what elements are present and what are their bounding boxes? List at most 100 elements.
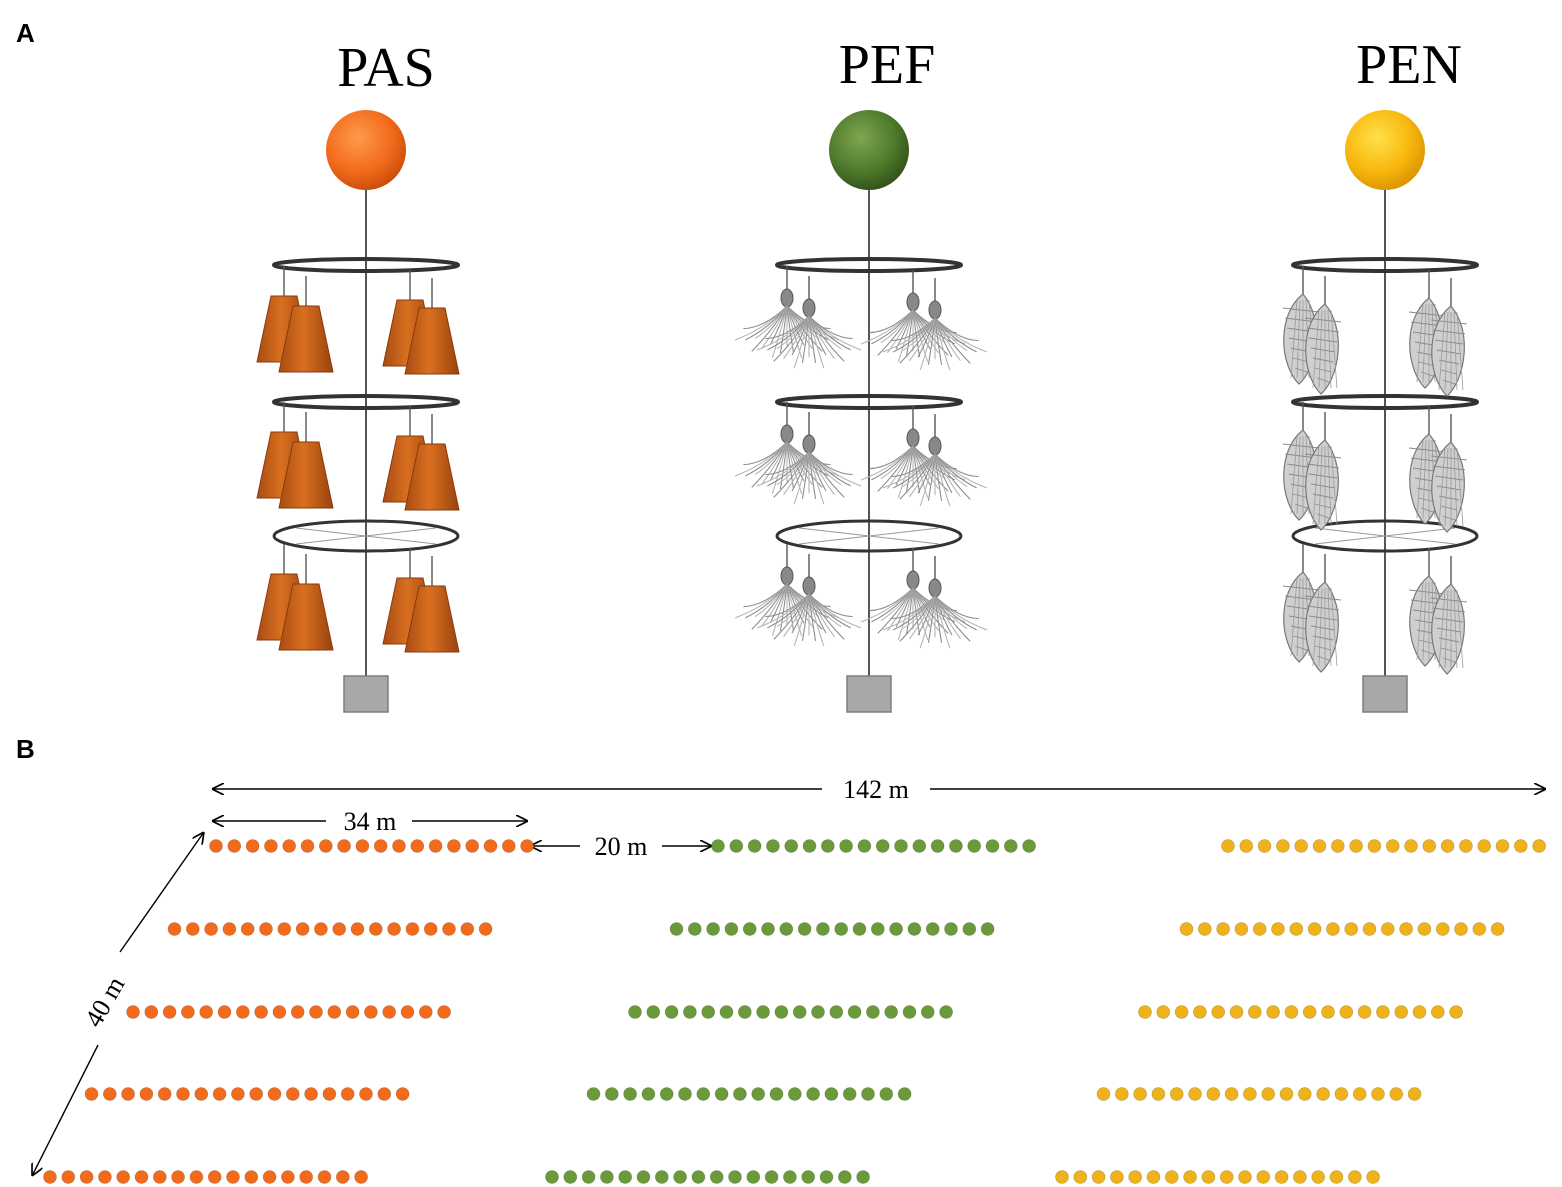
fiber-substrate	[882, 300, 988, 371]
unit-dot-pas	[400, 1005, 415, 1019]
unit-dot-pef	[733, 1087, 747, 1101]
ring-spoke	[1314, 527, 1456, 545]
unit-dot-pef	[628, 1005, 642, 1019]
unit-dot-pef	[902, 1005, 917, 1019]
unit-dot-pas	[204, 922, 219, 936]
unit-dot-pen	[1404, 839, 1418, 853]
unit-dot-pef	[907, 922, 922, 936]
unit-dot-pas	[290, 1005, 305, 1019]
unit-dot-pas	[345, 1005, 360, 1019]
unit-dot-pef	[545, 1170, 559, 1184]
unit-dot-pen	[1326, 922, 1340, 936]
anchor-block	[343, 675, 389, 713]
unit-dot-pas	[437, 1005, 452, 1019]
unit-dot-pen	[1261, 1087, 1276, 1101]
unit-dot-pas	[501, 839, 516, 853]
unit-dot-pen	[1133, 1087, 1147, 1101]
unit-dot-pen	[1321, 1005, 1335, 1019]
structure-pef: PEF	[734, 34, 988, 713]
unit-dot-pef	[737, 1005, 752, 1019]
unit-dot-pas	[392, 839, 406, 853]
unit-dot-pen	[1206, 1087, 1221, 1101]
unit-dot-pef	[696, 1087, 711, 1101]
unit-dot-pen	[1472, 922, 1487, 936]
unit-dot-pef	[897, 1087, 912, 1101]
unit-dot-pas	[277, 922, 292, 936]
unit-dot-pas	[354, 1170, 369, 1184]
unit-dot-pef	[659, 1087, 674, 1101]
net-substrate	[1430, 441, 1468, 533]
unit-dot-pas	[272, 1005, 287, 1019]
unit-dot-pas	[340, 1087, 355, 1101]
unit-dot-pas	[285, 1087, 300, 1101]
ring	[1291, 257, 1479, 273]
unit-dot-pef	[787, 1087, 802, 1101]
unit-dot-pen	[1307, 922, 1322, 936]
unit-dot-pef	[709, 1170, 724, 1184]
unit-dot-pef	[774, 1005, 789, 1019]
unit-rows	[43, 839, 1546, 1184]
unit-dot-pen	[1490, 922, 1505, 936]
float-buoy	[1345, 110, 1425, 190]
unit-dot-pen	[1367, 839, 1382, 853]
unit-dot-pen	[1407, 1087, 1422, 1101]
cone-substrate	[404, 585, 460, 653]
unit-dot-pen	[1412, 1005, 1427, 1019]
unit-dot-pas	[152, 1170, 167, 1184]
unit-dot-pef	[829, 1005, 844, 1019]
unit-dot-pen	[1279, 1087, 1294, 1101]
unit-dot-pas	[189, 1170, 204, 1184]
unit-dot-pas	[322, 1087, 337, 1101]
net-substrate	[1304, 303, 1342, 395]
cone-substrate	[404, 443, 460, 511]
unit-dot-pef	[889, 922, 903, 936]
unit-dot-pas	[180, 1005, 195, 1019]
unit-dot-pef	[623, 1087, 637, 1101]
unit-dot-pas	[134, 1170, 149, 1184]
unit-dot-pef	[636, 1170, 651, 1184]
unit-dot-pef	[669, 922, 684, 936]
net-substrate	[1304, 439, 1342, 531]
unit-dot-pen	[1091, 1170, 1106, 1184]
unit-dot-pen	[1256, 1170, 1271, 1184]
unit-dot-pas	[428, 839, 443, 853]
unit-dot-pen	[1110, 1170, 1124, 1184]
unit-dot-pef	[729, 839, 744, 853]
unit-dot-pen	[1454, 922, 1468, 936]
unit-dot-pas	[465, 839, 480, 853]
unit-dot-pef	[980, 922, 995, 936]
unit-dot-pef	[724, 922, 739, 936]
anchor-block	[846, 675, 892, 713]
unit-dot-pas	[212, 1087, 227, 1101]
unit-dot-pas	[446, 839, 461, 853]
float-buoy	[829, 110, 909, 190]
unit-dot-pas	[222, 922, 237, 936]
unit-dot-pen	[1532, 839, 1546, 853]
unit-dot-pen	[1347, 1170, 1362, 1184]
cone-substrate	[278, 583, 334, 651]
unit-dot-pef	[742, 922, 757, 936]
ring	[775, 257, 963, 273]
unit-dot-pas	[235, 1005, 250, 1019]
cone-substrate	[278, 441, 334, 509]
unit-dot-pef	[856, 1170, 870, 1184]
depth-label: 40 m	[79, 972, 130, 1032]
unit-dot-pas	[359, 1087, 373, 1101]
unit-dot-pen	[1316, 1087, 1330, 1101]
unit-dot-pef	[761, 922, 775, 936]
unit-dot-pas	[355, 839, 370, 853]
fiber-substrate	[882, 436, 988, 507]
unit-dot-pef	[861, 1087, 875, 1101]
ring	[1291, 394, 1479, 410]
unit-dot-pas	[282, 839, 297, 853]
unit-dot-pas	[350, 922, 365, 936]
unit-dot-pen	[1174, 1005, 1189, 1019]
unit-dot-pef	[875, 839, 890, 853]
unit-dot-pas	[217, 1005, 232, 1019]
unit-dot-pef	[618, 1170, 633, 1184]
unit-dot-pef	[756, 1005, 770, 1019]
unit-dot-pen	[1349, 839, 1363, 853]
unit-dot-pen	[1224, 1087, 1239, 1101]
gap-label: 20 m	[595, 832, 648, 861]
unit-dot-pen	[1330, 839, 1345, 853]
